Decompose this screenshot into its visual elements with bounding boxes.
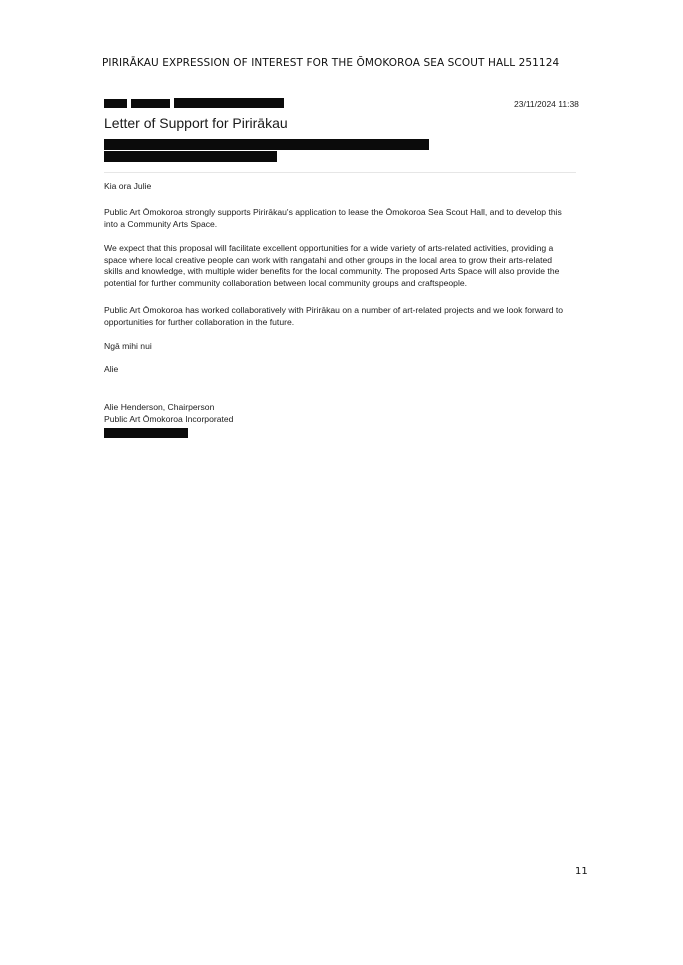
- letter-title: Letter of Support for Pirirākau: [104, 115, 288, 131]
- page-header: PIRIRĀKAU EXPRESSION OF INTEREST FOR THE…: [102, 57, 560, 69]
- timestamp: 23/11/2024 11:38: [514, 99, 579, 109]
- greeting: Kia ora Julie: [104, 181, 152, 191]
- paragraph-1: Public Art Ōmokoroa strongly supports Pi…: [104, 207, 566, 230]
- closing: Ngā mihi nui: [104, 341, 152, 351]
- redaction-recipient-2: [104, 151, 277, 162]
- signature: Alie: [104, 364, 119, 374]
- divider: [104, 172, 576, 173]
- redaction-recipient-1: [104, 139, 429, 150]
- page-number: 11: [575, 866, 588, 877]
- sender-org: Public Art Ōmokoroa Incorporated: [104, 414, 234, 424]
- paragraph-2-text: We expect that this proposal will facili…: [104, 243, 560, 288]
- sender-name: Alie Henderson, Chairperson: [104, 402, 215, 412]
- paragraph-1-text: Public Art Ōmokoroa strongly supports Pi…: [104, 207, 562, 229]
- paragraph-3-text: Public Art Ōmokoroa has worked collabora…: [104, 305, 564, 327]
- redaction-sender-3: [174, 98, 284, 108]
- paragraph-3: Public Art Ōmokoroa has worked collabora…: [104, 305, 566, 328]
- redaction-contact: [104, 428, 188, 438]
- redaction-sender-2: [131, 99, 170, 108]
- paragraph-2: We expect that this proposal will facili…: [104, 243, 566, 289]
- redaction-sender-1: [104, 99, 127, 108]
